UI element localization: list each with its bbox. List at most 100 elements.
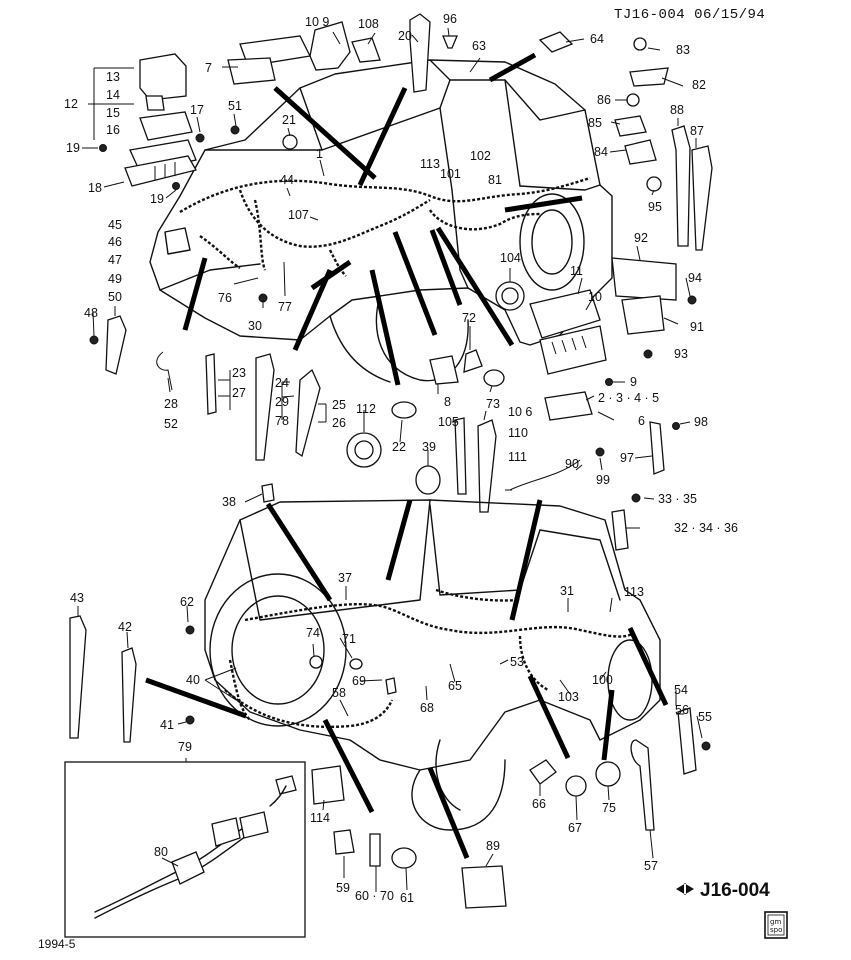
callout: 45 [108,218,122,232]
callout: 24 [275,376,289,390]
callout: 23 [232,366,246,380]
callout: 31 [560,584,574,598]
callout: 98 [694,415,708,429]
callout: 76 [218,291,232,305]
relay-block-assembly [124,53,197,187]
callout: 71 [342,632,356,646]
bolt-86 [626,93,640,107]
engine-harness-top [238,189,431,248]
callout: 58 [332,686,346,700]
callout: 6 [638,414,645,428]
callout: 93 [674,347,688,361]
label-60-70 [369,833,381,867]
callout: 54 [674,683,688,697]
grommet-39 [415,465,441,495]
callout: 66 [532,797,546,811]
callout: 77 [278,300,292,314]
branch-harness-b [428,209,541,231]
callout: 14 [106,88,120,102]
vehicle-top-outline [149,59,613,383]
callout: 68 [420,701,434,715]
date-code: 1994-5 [38,937,76,951]
clip-69 [385,677,397,695]
callout: 21 [282,113,296,127]
callout: 105 [438,415,459,429]
main-harness-top [179,176,591,214]
clip-59 [333,829,355,855]
bolt-93 [643,349,653,359]
callout: 10 9 [305,15,329,29]
callout: 92 [634,231,648,245]
callout: 84 [594,145,608,159]
callout: 16 [106,123,120,137]
callout: 103 [558,690,579,704]
callout: 99 [596,473,610,487]
callout: 47 [108,253,122,267]
callout: 42 [118,620,132,634]
callout: 59 [336,881,350,895]
callout: 67 [568,821,582,835]
callout: 88 [670,103,684,117]
bracket-108 [351,37,381,63]
callout: 57 [644,859,658,873]
bolt-19b [172,182,180,190]
callout: 74 [306,626,320,640]
grommet-61 [391,847,417,869]
wire-90 [509,459,581,491]
callout: 53 [510,655,524,669]
callout: 61 [400,891,414,905]
strap-106 [477,419,497,513]
connector-8 [429,355,459,385]
roof-harness-bottom [435,588,521,602]
callout: 104 [500,251,521,265]
callout: 113 [420,157,440,171]
callout: 80 [154,845,168,859]
screw-9 [605,378,613,386]
cover-89 [461,865,507,909]
callout: 48 [84,306,98,320]
branch-harness-f [518,635,549,692]
strap-87 [691,145,713,251]
figure-code: J16-004 [700,880,770,901]
callout: 110 [508,426,528,440]
callout: 89 [486,839,500,853]
bolt-41 [185,715,195,725]
clip-85 [614,115,647,137]
callout: 112 [356,402,376,416]
clip-20 [409,13,431,93]
callout: 10 6 [508,405,532,419]
bolt-94 [687,295,697,305]
screw-98 [672,422,680,430]
bracket-82 [629,67,669,87]
bolt-48 [89,335,99,345]
callout: 22 [392,440,406,454]
callout: 44 [280,173,294,187]
bolt-83 [633,37,647,51]
bolt-17 [195,133,205,143]
svg-text:gm: gm [770,918,781,926]
strap-42 [121,647,137,743]
callout: 19 [66,141,80,155]
callout: 62 [180,595,194,609]
callout: 75 [602,801,616,815]
callout: 9 [630,375,637,389]
callout: 69 [352,674,366,688]
callout: 114 [310,811,330,825]
callout: 46 [108,235,122,249]
strap-105 [454,417,467,495]
bracket-32 [611,509,629,551]
callout: 60 · 70 [355,889,394,903]
callout: 18 [88,181,102,195]
callout: 29 [275,395,289,409]
bracket-109 [227,21,351,85]
callout: 101 [440,167,461,181]
bolt-33 [631,493,641,503]
callout: 102 [470,149,491,163]
callout: 41 [160,718,174,732]
grommet-67 [565,775,587,797]
grommet-104-inner [501,287,519,305]
callout: 56 [675,703,689,717]
callout: 107 [288,208,309,222]
bracket-56 [677,707,697,775]
